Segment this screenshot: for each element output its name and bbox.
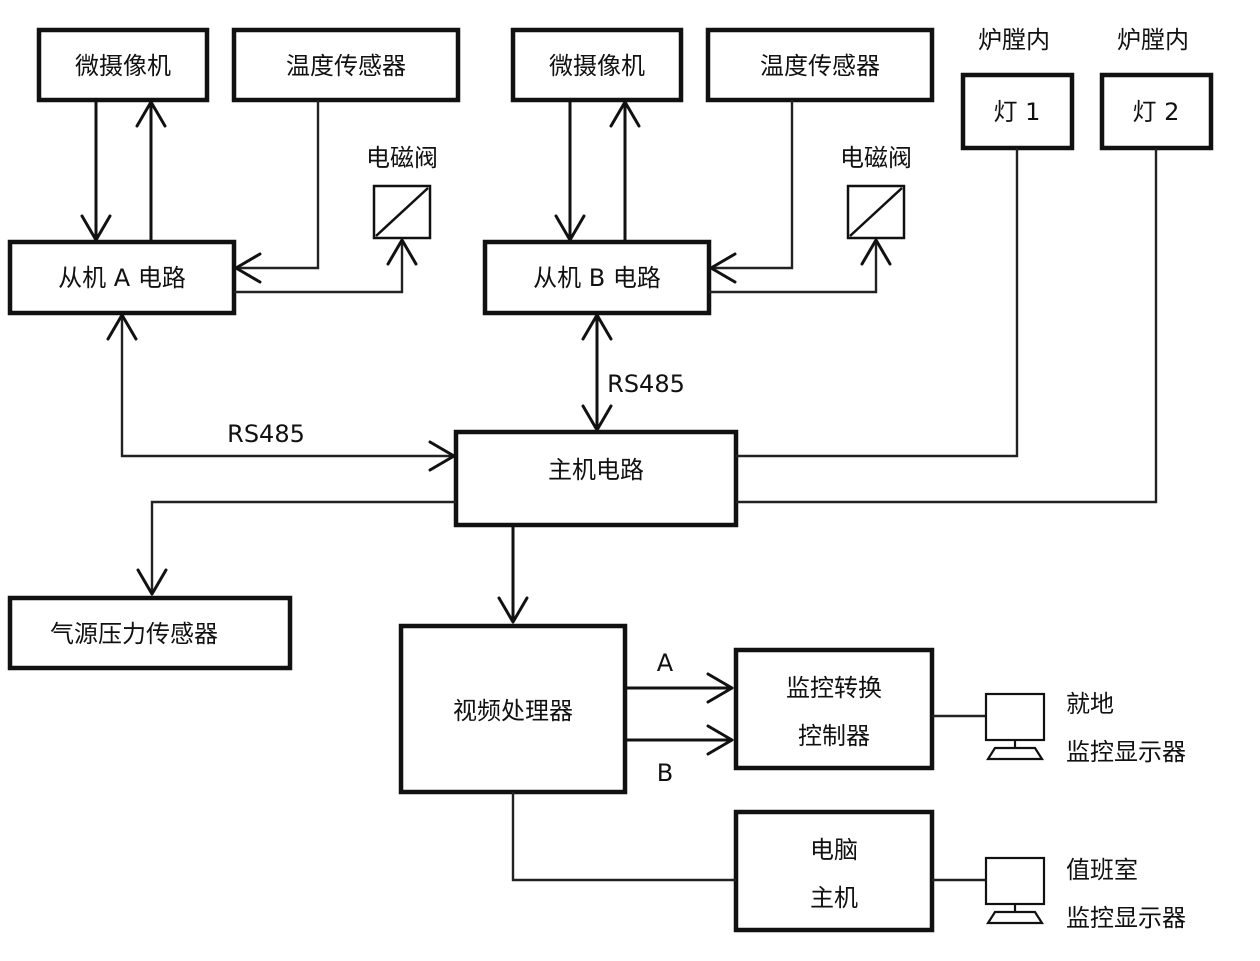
duty-monitor-line-1: 值班室 bbox=[1066, 856, 1138, 884]
pc-host-node: 电脑 主机 bbox=[733, 809, 935, 933]
camera-b-label: 微摄像机 bbox=[549, 52, 645, 80]
pc-line-1: 电脑 bbox=[810, 836, 858, 864]
video-to-pc-connector bbox=[511, 792, 736, 882]
monitor-switch-controller-node: 监控转换 控制器 bbox=[733, 647, 935, 771]
rs485-link-a: RS485 bbox=[106, 313, 456, 472]
camera-b-node: 微摄像机 bbox=[510, 27, 684, 103]
host-outputs bbox=[136, 500, 529, 624]
slave-a-node: 从机 A 电路 bbox=[7, 239, 237, 316]
valve-a-label: 电磁阀 bbox=[366, 144, 438, 172]
host-node: 主机电路 bbox=[453, 429, 739, 528]
channel-a-label: A bbox=[657, 649, 674, 677]
video-processor-node: 视频处理器 bbox=[398, 623, 628, 795]
video-channels: A B bbox=[625, 649, 734, 787]
slave-b-node: 从机 B 电路 bbox=[482, 239, 712, 316]
local-monitor-node: 就地 监控显示器 bbox=[932, 690, 1186, 766]
lamp-1-node: 炉膛内 灯 1 bbox=[960, 26, 1075, 151]
local-monitor-line-1: 就地 bbox=[1066, 690, 1114, 718]
duty-monitor-line-2: 监控显示器 bbox=[1066, 904, 1186, 932]
connectors-slave-a bbox=[80, 100, 418, 294]
switch-line-2: 控制器 bbox=[798, 722, 870, 750]
gas-pressure-sensor-node: 气源压力传感器 bbox=[7, 595, 293, 671]
camera-a-label: 微摄像机 bbox=[75, 52, 171, 80]
lamp-2-label: 灯 2 bbox=[1133, 98, 1180, 126]
temp-sensor-a-label: 温度传感器 bbox=[286, 52, 406, 80]
local-monitor-icon bbox=[984, 692, 1046, 761]
lamp-connectors bbox=[736, 148, 1158, 504]
temp-sensor-b-label: 温度传感器 bbox=[760, 52, 880, 80]
rs485-a-label: RS485 bbox=[227, 420, 305, 448]
connectors-slave-b bbox=[554, 100, 892, 294]
slave-b-label: 从机 B 电路 bbox=[533, 264, 661, 292]
duty-room-monitor-node: 值班室 监控显示器 bbox=[932, 856, 1186, 932]
camera-a-node: 微摄像机 bbox=[36, 27, 210, 103]
host-label: 主机电路 bbox=[548, 456, 644, 484]
rs485-b-label: RS485 bbox=[607, 370, 685, 398]
pc-line-2: 主机 bbox=[810, 884, 858, 912]
video-processor-label: 视频处理器 bbox=[453, 697, 573, 725]
switch-line-1: 监控转换 bbox=[786, 674, 882, 702]
lamp-1-caption: 炉膛内 bbox=[978, 26, 1050, 54]
lamp-2-node: 炉膛内 灯 2 bbox=[1099, 26, 1214, 151]
temp-sensor-b-node: 温度传感器 bbox=[705, 27, 935, 103]
gas-pressure-sensor-label: 气源压力传感器 bbox=[50, 620, 218, 648]
lamp-1-label: 灯 1 bbox=[994, 98, 1041, 126]
valve-b-label: 电磁阀 bbox=[840, 144, 912, 172]
duty-monitor-icon bbox=[984, 856, 1046, 925]
lamp-2-caption: 炉膛内 bbox=[1117, 26, 1189, 54]
valve-a-node: 电磁阀 bbox=[366, 144, 438, 240]
rs485-link-b: RS485 bbox=[581, 313, 685, 432]
slave-a-label: 从机 A 电路 bbox=[58, 264, 186, 292]
channel-b-label: B bbox=[657, 759, 673, 787]
valve-b-node: 电磁阀 bbox=[840, 144, 912, 240]
temp-sensor-a-node: 温度传感器 bbox=[231, 27, 461, 103]
local-monitor-line-2: 监控显示器 bbox=[1066, 738, 1186, 766]
